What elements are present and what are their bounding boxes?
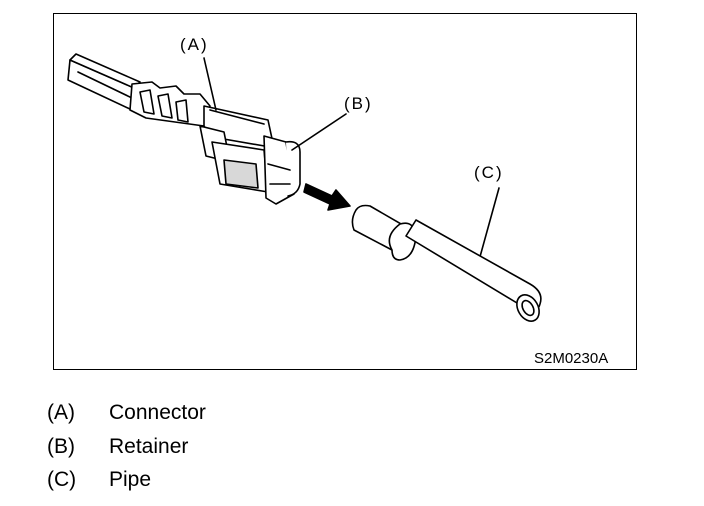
legend-key: (B) (47, 434, 75, 458)
leader-line-c (477, 187, 500, 265)
legend-item: (C) Pipe (47, 463, 206, 497)
connector-diagram: (A) (B) (C) S2M0230A (67, 35, 608, 367)
pipe-illustration (351, 204, 542, 322)
legend-key: (C) (47, 468, 77, 491)
callout-c: (C) (474, 163, 504, 182)
legend: (A) Connector (B) Retainer (C) Pipe (47, 396, 206, 497)
arrow-icon (303, 183, 351, 211)
leader-line-b (291, 113, 347, 151)
connector-illustration (129, 81, 301, 205)
legend-label: Pipe (109, 468, 152, 491)
callout-b: (B) (344, 94, 373, 113)
figure-frame: (A) (B) (C) S2M0230A (53, 13, 637, 370)
callout-a: (A) (180, 35, 209, 54)
hose-illustration (67, 53, 141, 111)
legend-label: Retainer (109, 434, 189, 458)
legend-label: Connector (109, 401, 206, 424)
legend-item: (B) Retainer (47, 430, 206, 464)
figure-code: S2M0230A (534, 350, 608, 367)
legend-key: (A) (47, 401, 75, 424)
leader-line-a (203, 57, 217, 111)
legend-item: (A) Connector (47, 396, 206, 430)
